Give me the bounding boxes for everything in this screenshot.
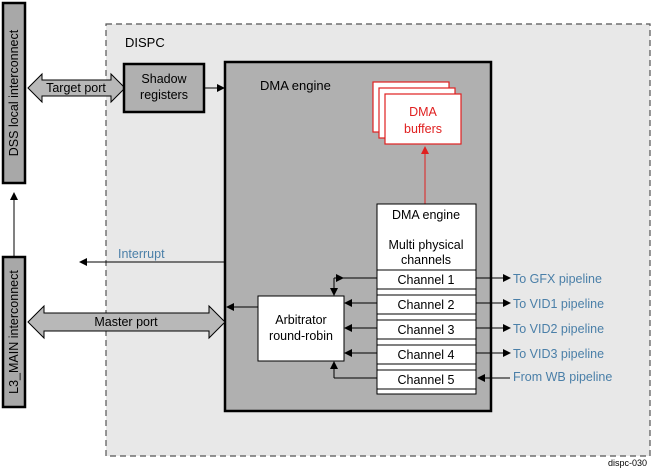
route-vid3-label: To VID3 pipeline: [513, 347, 604, 361]
route-gfx-label: To GFX pipeline: [513, 272, 602, 286]
multi-physical-line2: channels: [401, 253, 451, 267]
dma-buffers-line1: DMA: [409, 105, 437, 119]
channel-3: Channel 3: [376, 319, 477, 340]
l3-interconnect-label: L3_MAIN interconnect: [7, 270, 21, 394]
dma-engine-title: DMA engine: [260, 78, 331, 93]
route-vid2-label: To VID2 pipeline: [513, 322, 604, 336]
channel-4-label: Channel 4: [398, 348, 455, 362]
route-wb-label: From WB pipeline: [513, 370, 612, 384]
master-port-arrow: [27, 304, 226, 340]
dss-local-interconnect: [1, 1, 27, 185]
master-port-label: Master port: [94, 315, 158, 329]
arbitrator-line2: round-robin: [269, 329, 333, 343]
channel-5-label: Channel 5: [398, 373, 455, 387]
route-vid1-label: To VID1 pipeline: [513, 297, 604, 311]
arbitrator-line1: Arbitrator: [275, 313, 326, 327]
channel-5: Channel 5: [376, 369, 477, 390]
dma-buffer-front: [384, 93, 462, 145]
shadow-registers-box: [122, 62, 206, 114]
channel-1: Channel 1: [376, 269, 477, 290]
multi-physical-line1: Multi physical: [388, 238, 463, 252]
dss-interconnect-label: DSS local interconnect: [7, 29, 21, 156]
channel-2: Channel 2: [376, 294, 477, 315]
shadow-registers-line2: registers: [140, 88, 188, 102]
interrupt-label: Interrupt: [118, 247, 165, 261]
dma-engine-inner-label: DMA engine: [392, 208, 460, 222]
channel-2-label: Channel 2: [398, 298, 455, 312]
channel-3-label: Channel 3: [398, 323, 455, 337]
figure-id: dispc-030: [608, 458, 647, 468]
target-port-label: Target port: [46, 81, 106, 95]
ch1-arrowhead: [336, 274, 344, 282]
channel-1-label: Channel 1: [398, 273, 455, 287]
shadow-registers-line1: Shadow: [141, 72, 187, 86]
channel-4: Channel 4: [376, 344, 477, 365]
dma-buffers-line2: buffers: [404, 122, 442, 136]
dispc-label: DISPC: [125, 35, 165, 50]
arbitrator-box: [257, 295, 345, 362]
